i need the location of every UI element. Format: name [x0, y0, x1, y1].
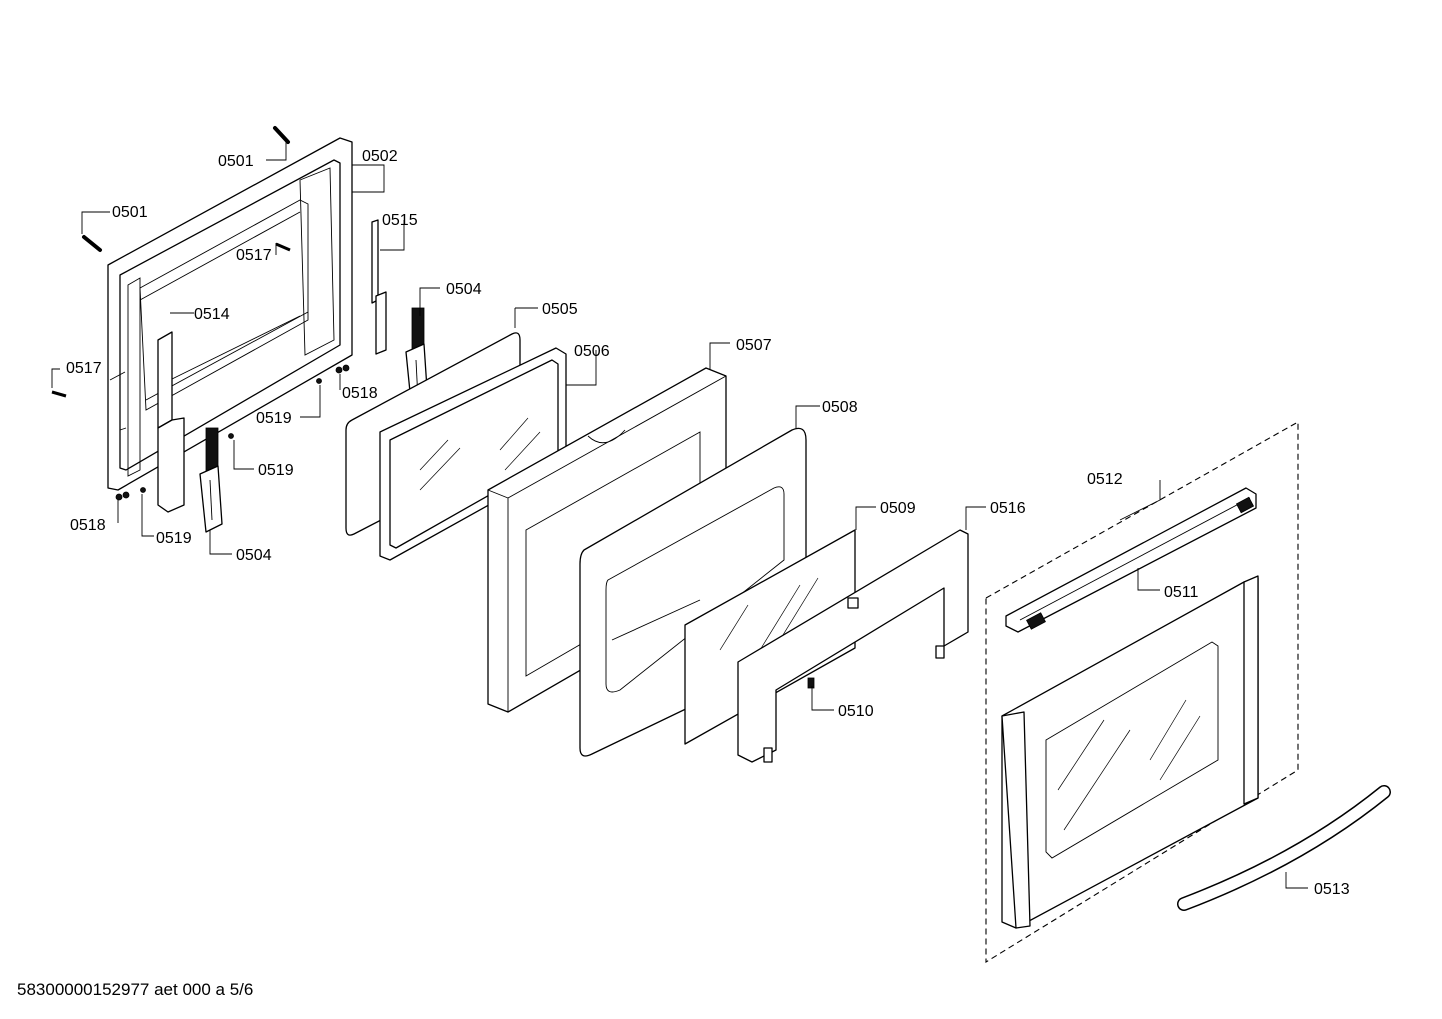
- outer-door-dashed-outline: [985, 421, 1299, 963]
- callout-0505: 0505: [542, 301, 578, 318]
- u-bracket: [737, 529, 969, 763]
- callout-0501-top: 0501: [218, 153, 254, 170]
- callout-0515: 0515: [382, 212, 418, 229]
- callout-0506: 0506: [574, 343, 610, 360]
- hinge-bar-left: [157, 331, 185, 513]
- top-trim: [1005, 487, 1257, 633]
- callout-0514: 0514: [194, 306, 230, 323]
- callout-0501-left: 0501: [112, 204, 148, 221]
- side-rail: [371, 219, 387, 355]
- callout-0517-top: 0517: [236, 247, 272, 264]
- outer-door: [1001, 575, 1259, 929]
- callout-0518-top: 0518: [342, 385, 378, 402]
- callout-0512: 0512: [1087, 471, 1123, 488]
- callout-0518-bottom: 0518: [70, 517, 106, 534]
- leader-lines: [51, 138, 1308, 889]
- document-footer-code: 58300000152977 aet 000 a 5/6: [17, 980, 254, 999]
- callout-labels: 0501 0501 0502 0515 0517 0504 0514 0505 …: [66, 148, 1350, 898]
- callout-0502: 0502: [362, 148, 398, 165]
- callout-0511: 0511: [1164, 584, 1199, 601]
- callout-0519-mid: 0519: [258, 462, 294, 479]
- callout-0519-top: 0519: [256, 410, 292, 427]
- callout-0519-bottom: 0519: [156, 530, 192, 547]
- hinge-front: [199, 427, 223, 533]
- screws: [51, 242, 350, 501]
- callout-0504-top: 0504: [446, 281, 482, 298]
- callout-0504-bottom: 0504: [236, 547, 272, 564]
- pin-left: [82, 235, 102, 252]
- inner-glass-pane: [684, 529, 856, 745]
- callout-0507: 0507: [736, 337, 772, 354]
- callout-0508: 0508: [822, 399, 858, 416]
- callout-0513: 0513: [1314, 881, 1350, 898]
- callout-0510: 0510: [838, 703, 874, 720]
- callout-0509: 0509: [880, 500, 916, 517]
- callout-0517-left: 0517: [66, 360, 102, 377]
- callout-0516: 0516: [990, 500, 1026, 517]
